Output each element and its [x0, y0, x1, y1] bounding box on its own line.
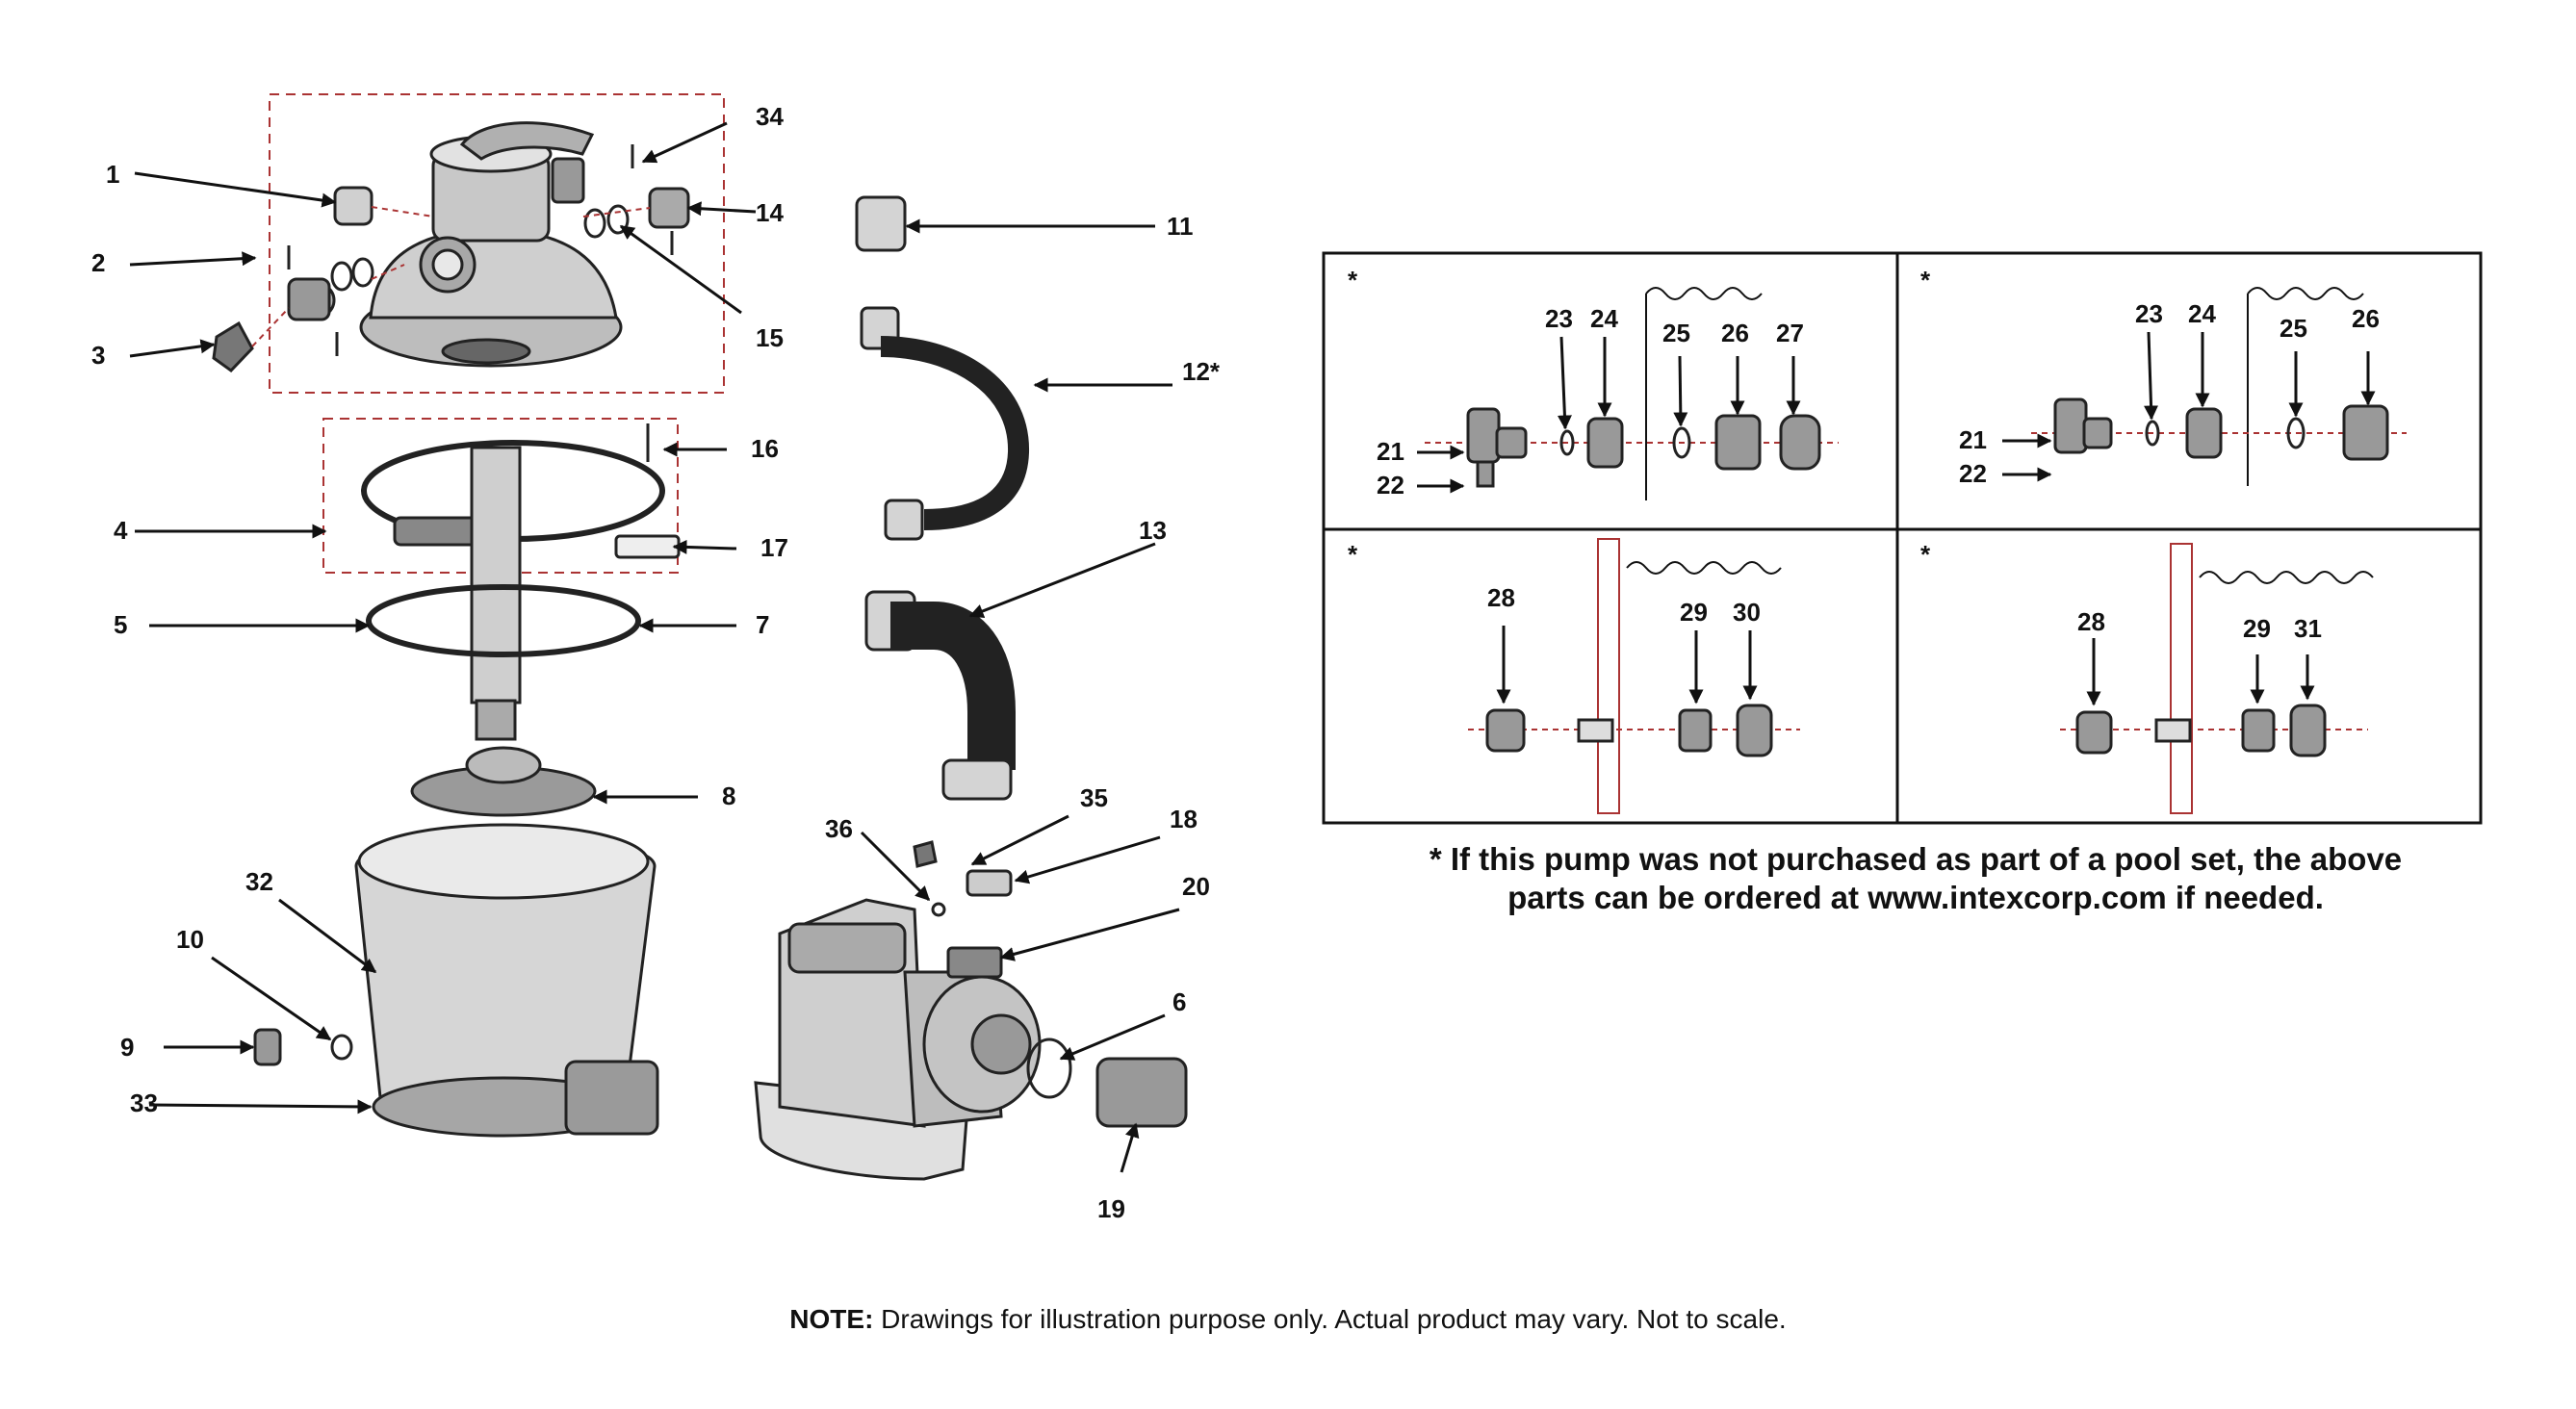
svg-text:*: * — [1348, 266, 1358, 295]
part-label-20: 20 — [1182, 872, 1210, 901]
inset-label-25b: 25 — [2280, 314, 2307, 343]
svg-text:*: * — [1348, 540, 1358, 569]
part-label-2: 2 — [91, 248, 105, 277]
part-label-14: 14 — [756, 198, 784, 227]
part-label-9: 9 — [120, 1033, 134, 1062]
inset-label-21b: 21 — [1959, 425, 1987, 454]
multiport-valve — [359, 121, 623, 368]
inset-label-21: 21 — [1377, 437, 1404, 466]
inset-label-23b: 23 — [2135, 299, 2163, 328]
part-label-15: 15 — [756, 323, 784, 352]
footnote-line-1: * If this pump was not purchased as part… — [1429, 841, 2403, 877]
part-label-8: 8 — [722, 781, 735, 810]
valve-dashed-paths — [251, 206, 651, 347]
screws — [287, 144, 674, 356]
part-label-6: 6 — [1172, 987, 1186, 1016]
inset-label-24: 24 — [1590, 304, 1618, 333]
callout-arrows — [129, 121, 1180, 1173]
inset-panel-bottom-left: * 28 29 30 — [1348, 538, 1800, 814]
part-label-18: 18 — [1170, 805, 1198, 833]
part-label-34: 34 — [756, 102, 784, 131]
part-label-16: 16 — [751, 434, 779, 463]
inset-panel-top-right: * 21 22 23 24 — [1920, 266, 2407, 488]
part-label-32: 32 — [245, 867, 273, 896]
inset-label-23: 23 — [1545, 304, 1573, 333]
part-label-3: 3 — [91, 341, 105, 370]
inset-label-25: 25 — [1662, 319, 1690, 347]
pump-assembly — [754, 840, 1188, 1181]
note-text: Drawings for illustration purpose only. … — [873, 1304, 1787, 1334]
inset-panel-bottom-right: * 28 29 31 — [1920, 540, 2374, 814]
clamp-group-box — [322, 418, 679, 574]
inset-label-27: 27 — [1776, 319, 1804, 347]
inset-label-28: 28 — [1487, 583, 1515, 612]
part-label-36: 36 — [825, 814, 853, 843]
part-label-5: 5 — [114, 610, 127, 639]
part-label-35: 35 — [1080, 783, 1108, 812]
inset-label-26: 26 — [1721, 319, 1749, 347]
part-label-7: 7 — [756, 610, 769, 639]
inset-label-24b: 24 — [2188, 299, 2216, 328]
part-label-1: 1 — [106, 160, 119, 189]
inset-label-28b: 28 — [2077, 607, 2105, 636]
inset-label-22b: 22 — [1959, 459, 1987, 488]
part-label-33: 33 — [130, 1089, 158, 1117]
inset-label-29: 29 — [1680, 598, 1708, 627]
hoses-and-fittings — [855, 195, 1030, 801]
part-label-13: 13 — [1139, 516, 1167, 545]
svg-text:*: * — [1920, 540, 1931, 569]
part-label-4: 4 — [114, 516, 128, 545]
ordering-footnote: * If this pump was not purchased as part… — [1314, 840, 2517, 917]
clamp-and-tank — [253, 423, 681, 1138]
disclaimer-note: NOTE: Drawings for illustration purpose … — [0, 1304, 2576, 1335]
inset-label-30: 30 — [1733, 598, 1761, 627]
inset-label-22: 22 — [1377, 471, 1404, 500]
part-label-10: 10 — [176, 925, 204, 954]
part-label-17: 17 — [760, 533, 788, 562]
inset-label-26b: 26 — [2352, 304, 2380, 333]
part-label-11: 11 — [1167, 212, 1194, 241]
part-label-12: 12* — [1182, 357, 1221, 386]
svg-text:*: * — [1920, 266, 1931, 295]
valve-small-parts — [212, 186, 690, 372]
footnote-line-2: parts can be ordered at www.intexcorp.co… — [1507, 880, 2324, 915]
callout-labels: 1 2 3 4 5 7 8 9 10 33 32 34 14 15 16 17 … — [91, 102, 1221, 1223]
note-prefix: NOTE: — [789, 1304, 874, 1334]
inset-panel-top-left: * 21 — [1348, 266, 1839, 500]
inset-label-29b: 29 — [2243, 614, 2271, 643]
inset-label-31: 31 — [2294, 614, 2322, 643]
accessory-inset: * 21 — [1322, 251, 2483, 825]
part-label-19: 19 — [1097, 1194, 1125, 1223]
